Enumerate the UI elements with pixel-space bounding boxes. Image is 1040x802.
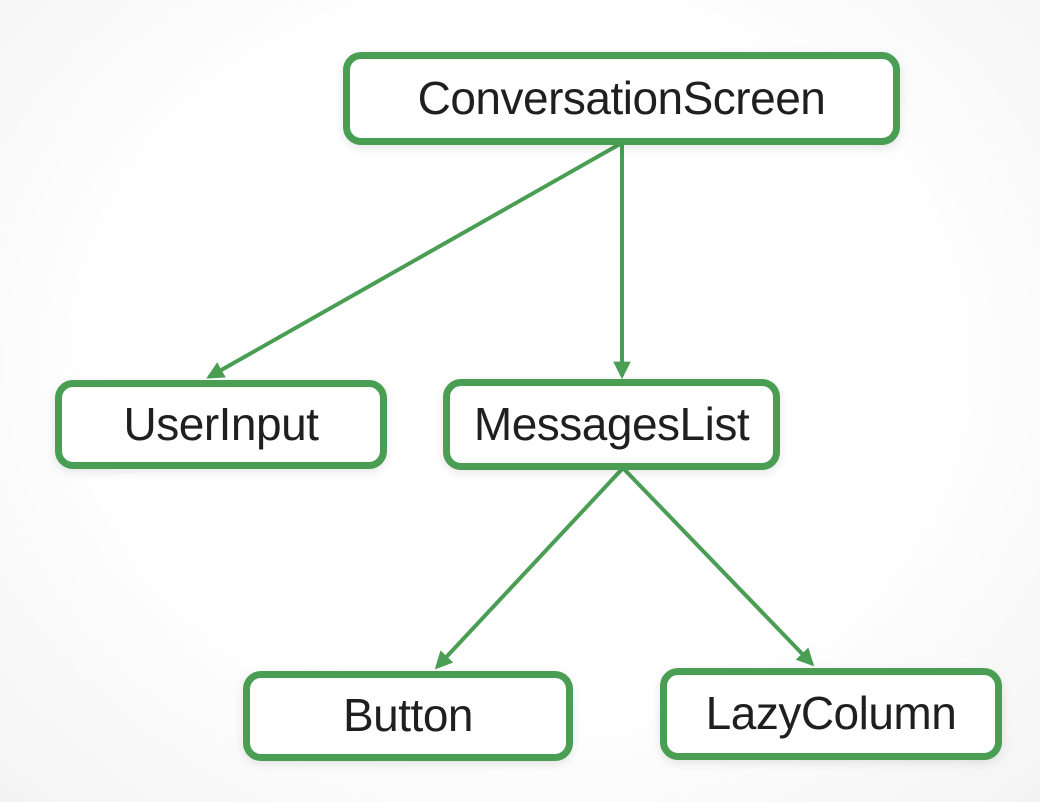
node-lazy-column: LazyColumn xyxy=(660,668,1002,760)
node-user-input: UserInput xyxy=(55,380,387,469)
edge-messages-list-to-button xyxy=(434,466,625,670)
node-label-conversation-screen: ConversationScreen xyxy=(417,71,826,124)
edge-conversation-screen-to-user-input xyxy=(206,142,621,379)
node-label-lazy-column: LazyColumn xyxy=(705,687,957,739)
node-label-button: Button xyxy=(343,689,474,741)
node-button: Button xyxy=(243,671,573,761)
node-messages-list: MessagesList xyxy=(443,379,780,470)
node-label-user-input: UserInput xyxy=(123,397,319,450)
edge-group xyxy=(206,142,815,670)
edge-messages-list-to-lazy-column xyxy=(621,466,815,667)
node-label-messages-list: MessagesList xyxy=(473,397,750,450)
node-conversation-screen: ConversationScreen xyxy=(343,52,900,145)
